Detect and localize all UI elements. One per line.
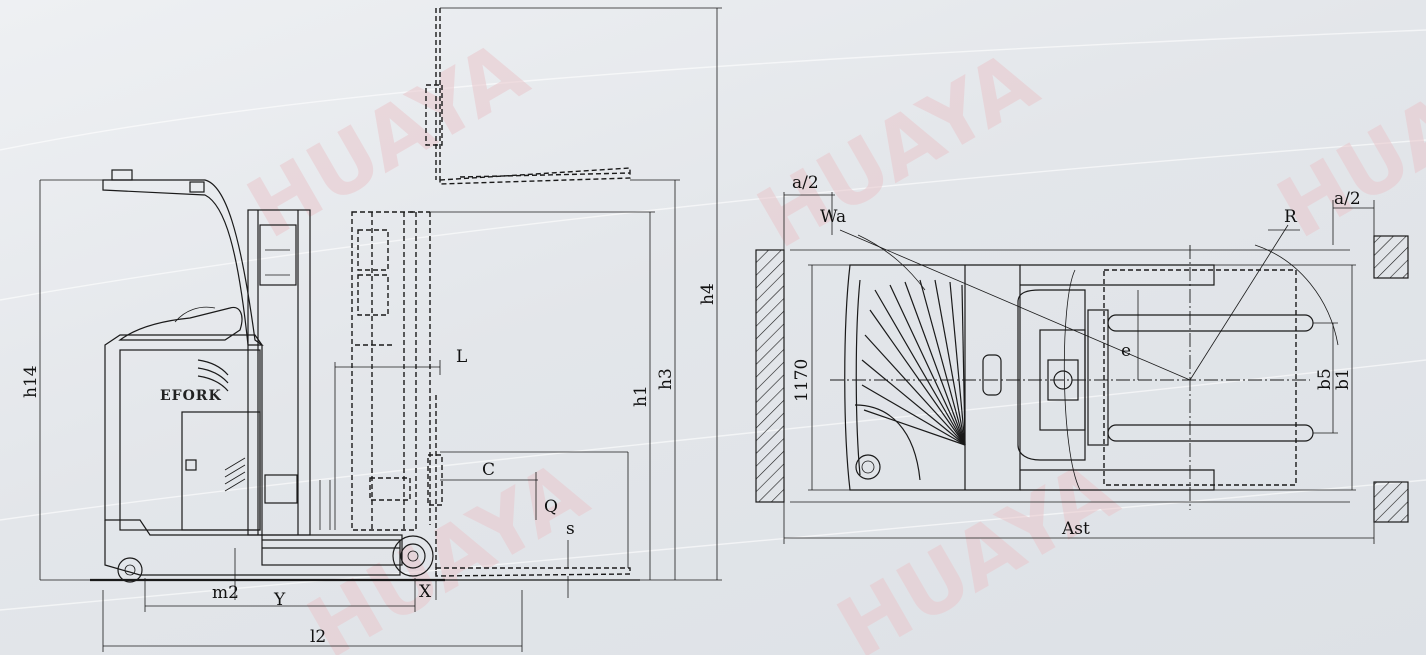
vent-grille (224, 457, 246, 492)
radius-line (1189, 224, 1289, 381)
label-Y: Y (273, 590, 286, 610)
handle-slot (982, 354, 1002, 396)
label-h1: h1 (631, 385, 651, 407)
right-rack-top (1373, 235, 1409, 279)
fork-top (1107, 314, 1314, 332)
left-wall (755, 249, 785, 503)
label-1170: 1170 (792, 359, 812, 402)
top-cover-pattern (861, 279, 966, 446)
truck-body (104, 334, 263, 536)
steering-wheel-top (855, 454, 881, 480)
label-Ast: Ast (1061, 519, 1090, 539)
label-R: R (1284, 207, 1298, 227)
label-L: L (456, 347, 467, 367)
battery-cover (181, 411, 261, 531)
warning-light (111, 169, 133, 181)
label-a2-right: a/2 (1334, 189, 1361, 209)
label-h3: h3 (656, 368, 676, 390)
label-Q: Q (544, 497, 558, 517)
background-waves (0, 29, 1426, 611)
label-s: s (566, 519, 575, 539)
label-e: e (1121, 341, 1131, 361)
raised-fork (439, 167, 631, 185)
fork-bottom (1107, 424, 1314, 442)
label-b5: b5 (1315, 368, 1335, 390)
label-m2: m2 (212, 583, 239, 603)
carriage-top (1017, 289, 1086, 461)
watermark: HUAYA (743, 33, 1054, 267)
pallet-outline (1103, 269, 1297, 486)
watermark-group: HUAYA HUAYA HUAYA HUAYA HUAYA (233, 23, 1426, 655)
load-wheel (392, 535, 434, 577)
wa-line (839, 229, 1191, 381)
lowered-fork (435, 567, 631, 577)
reach-mast (351, 211, 417, 531)
label-h14: h14 (21, 365, 41, 398)
label-C: C (482, 460, 495, 480)
watermark: HUAYA (293, 443, 604, 655)
outer-mast (247, 209, 311, 536)
label-l2: l2 (310, 627, 326, 647)
drive-wheel (117, 557, 143, 583)
right-rack-bottom (1373, 481, 1409, 523)
label-h4: h4 (698, 283, 718, 305)
brand-label: EFORK (160, 388, 222, 404)
watermark: HUAYA (823, 443, 1134, 655)
truck-body-top (844, 264, 1021, 491)
operator-seat (118, 306, 243, 341)
watermark: HUAYA (233, 23, 544, 257)
top-view: R Wa e a/2 a/2 1170 b5 b1 (755, 173, 1409, 544)
label-a2-left: a/2 (792, 173, 819, 193)
label-X: X (419, 582, 432, 602)
side-view: EFORK (21, 7, 722, 652)
label-Wa: Wa (820, 207, 846, 227)
label-b1: b1 (1333, 368, 1353, 390)
